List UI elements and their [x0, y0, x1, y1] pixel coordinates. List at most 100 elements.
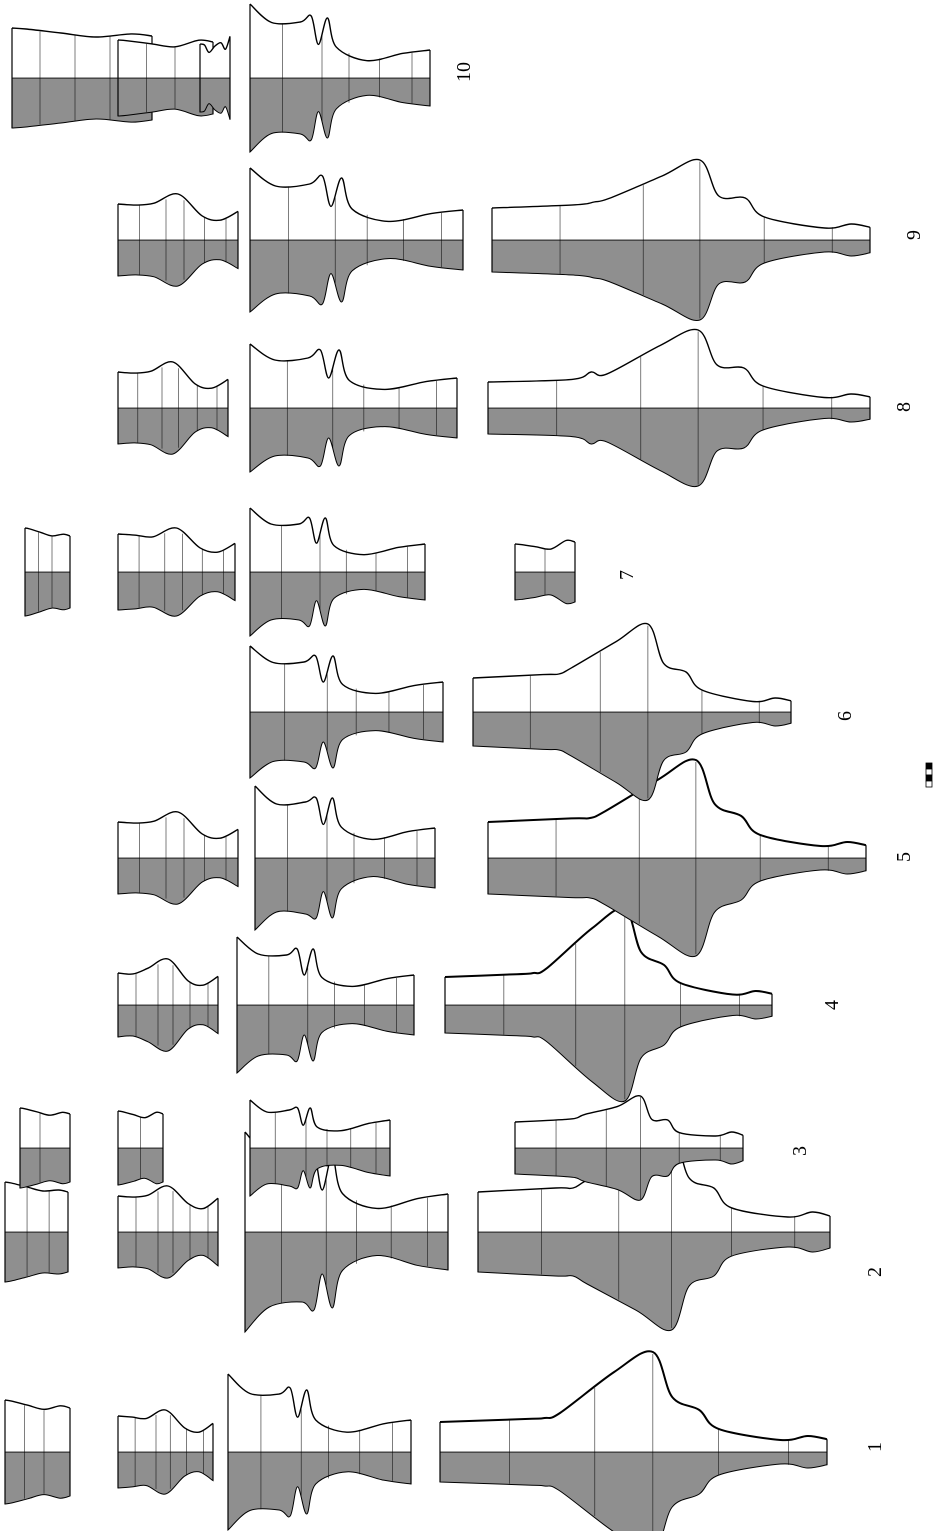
vessel-4b-outline [236, 936, 415, 988]
vessel-3c-section [249, 1147, 391, 1197]
vessel-1a [4, 1399, 71, 1505]
vessel-9a-outline [117, 193, 239, 222]
vessel-1c-exterior [228, 1374, 411, 1452]
vessel-4c-section [444, 1004, 773, 1103]
vessel-10a-section [11, 77, 153, 129]
vessel-4c-outline [444, 907, 773, 996]
vessel-7c-section [249, 571, 426, 638]
vessel-1a-exterior [5, 1400, 70, 1452]
vessel-1d-exterior [440, 1351, 827, 1452]
profile-drawings [4, 3, 871, 1531]
vessel-1b-section [117, 1451, 214, 1495]
vessel-3d-section [514, 1147, 744, 1201]
vessel-2d [477, 1132, 831, 1332]
vessel-2a-exterior [5, 1182, 68, 1232]
vessel-4b-exterior [237, 937, 414, 1005]
vessel-3b [117, 1110, 164, 1186]
vessel-10b-outline [117, 39, 214, 48]
vessel-3c-outline [249, 1099, 391, 1132]
vessel-10b-section [117, 77, 214, 117]
vessel-2b-outline [117, 1185, 219, 1210]
vessel-9a-exterior [118, 193, 238, 240]
vessel-8c-exterior [488, 329, 870, 408]
vessel-9c-exterior [492, 159, 870, 240]
vessel-1c-section [227, 1451, 412, 1531]
vessel-5b [254, 785, 436, 932]
vessel-1b-exterior [118, 1409, 213, 1452]
figure-label-9: 9 [903, 230, 925, 240]
vessel-9c [491, 158, 871, 322]
vessel-7b-section [117, 571, 236, 617]
vessel-3c [249, 1099, 391, 1197]
vessel-2d-section [477, 1231, 831, 1332]
vessel-6a-exterior [250, 646, 443, 712]
vessel-10a-exterior [12, 28, 152, 78]
vessel-5b-section [254, 857, 436, 932]
vessel-3c-exterior [250, 1100, 390, 1148]
vessel-9a-section [117, 239, 239, 287]
vessel-4a-section [117, 1004, 219, 1052]
figure-label-5: 5 [893, 852, 915, 862]
vessel-1c-outline [227, 1373, 412, 1433]
vessel-5a-exterior [118, 811, 238, 858]
vessel-1c [227, 1373, 412, 1531]
vessel-8c-section [487, 407, 871, 488]
vessel-7b [117, 527, 236, 617]
vessel-10c-exterior [200, 36, 230, 78]
vessel-4b [236, 936, 415, 1075]
vessel-4a [117, 957, 219, 1052]
scale-bar [925, 762, 933, 788]
figure-labels: 1 2 3 4 5 6 7 8 9 10 [453, 62, 925, 1452]
scale-bar-segment [925, 780, 933, 788]
vessel-10d [249, 3, 431, 154]
vessel-9b-exterior [250, 168, 463, 240]
vessel-4b-section [236, 1004, 415, 1075]
vessel-2c [244, 1131, 449, 1334]
scale-bar-segment [925, 762, 933, 770]
vessel-10c-outline [199, 36, 231, 54]
vessel-10d-exterior [250, 4, 430, 78]
vessel-7d [514, 539, 576, 605]
vessel-3d [514, 1094, 744, 1201]
vessel-1d [439, 1350, 828, 1531]
vessel-9c-section [491, 239, 871, 322]
vessel-10c [199, 36, 231, 120]
vessel-5c-exterior [488, 759, 866, 858]
scale-bar-segment [925, 768, 933, 776]
vessel-6a [249, 645, 444, 779]
vessel-5c [487, 758, 867, 958]
vessel-3d-outline [514, 1094, 744, 1137]
vessel-2b [117, 1185, 219, 1279]
vessel-8b-section [249, 407, 458, 473]
vessel-9c-outline [491, 158, 871, 229]
vessel-2b-exterior [118, 1185, 218, 1232]
vessel-6b-exterior [473, 623, 791, 712]
vessel-8a-outline [117, 361, 229, 390]
vessel-7c-exterior [250, 508, 425, 572]
vessel-6b [472, 622, 792, 802]
vessel-6a-section [249, 711, 444, 779]
vessel-1d-outline [439, 1350, 828, 1442]
vessel-10b-exterior [118, 40, 213, 78]
vessel-4c [444, 907, 773, 1103]
vessel-2d-exterior [478, 1133, 830, 1232]
vessel-6a-outline [249, 645, 444, 695]
vessel-5b-exterior [255, 786, 435, 858]
vessel-7c [249, 507, 426, 638]
vessel-10b [117, 39, 214, 117]
vessel-9b-section [249, 239, 464, 313]
vessel-8b-exterior [250, 344, 457, 408]
vessel-10a [11, 27, 153, 129]
figure-label-6: 6 [834, 711, 856, 721]
vessel-3a-section [19, 1147, 71, 1189]
vessel-4a-outline [117, 957, 219, 987]
figure-label-2: 2 [864, 1267, 886, 1277]
vessel-7a-outline [24, 527, 71, 537]
vessel-3a-exterior [20, 1108, 70, 1148]
vessel-2a-section [4, 1231, 69, 1283]
vessel-1b-outline [117, 1409, 214, 1434]
vessel-7d-outline [514, 539, 576, 550]
vessel-2a [4, 1181, 69, 1283]
vessel-2a-outline [4, 1181, 69, 1193]
vessel-8a-section [117, 407, 229, 455]
